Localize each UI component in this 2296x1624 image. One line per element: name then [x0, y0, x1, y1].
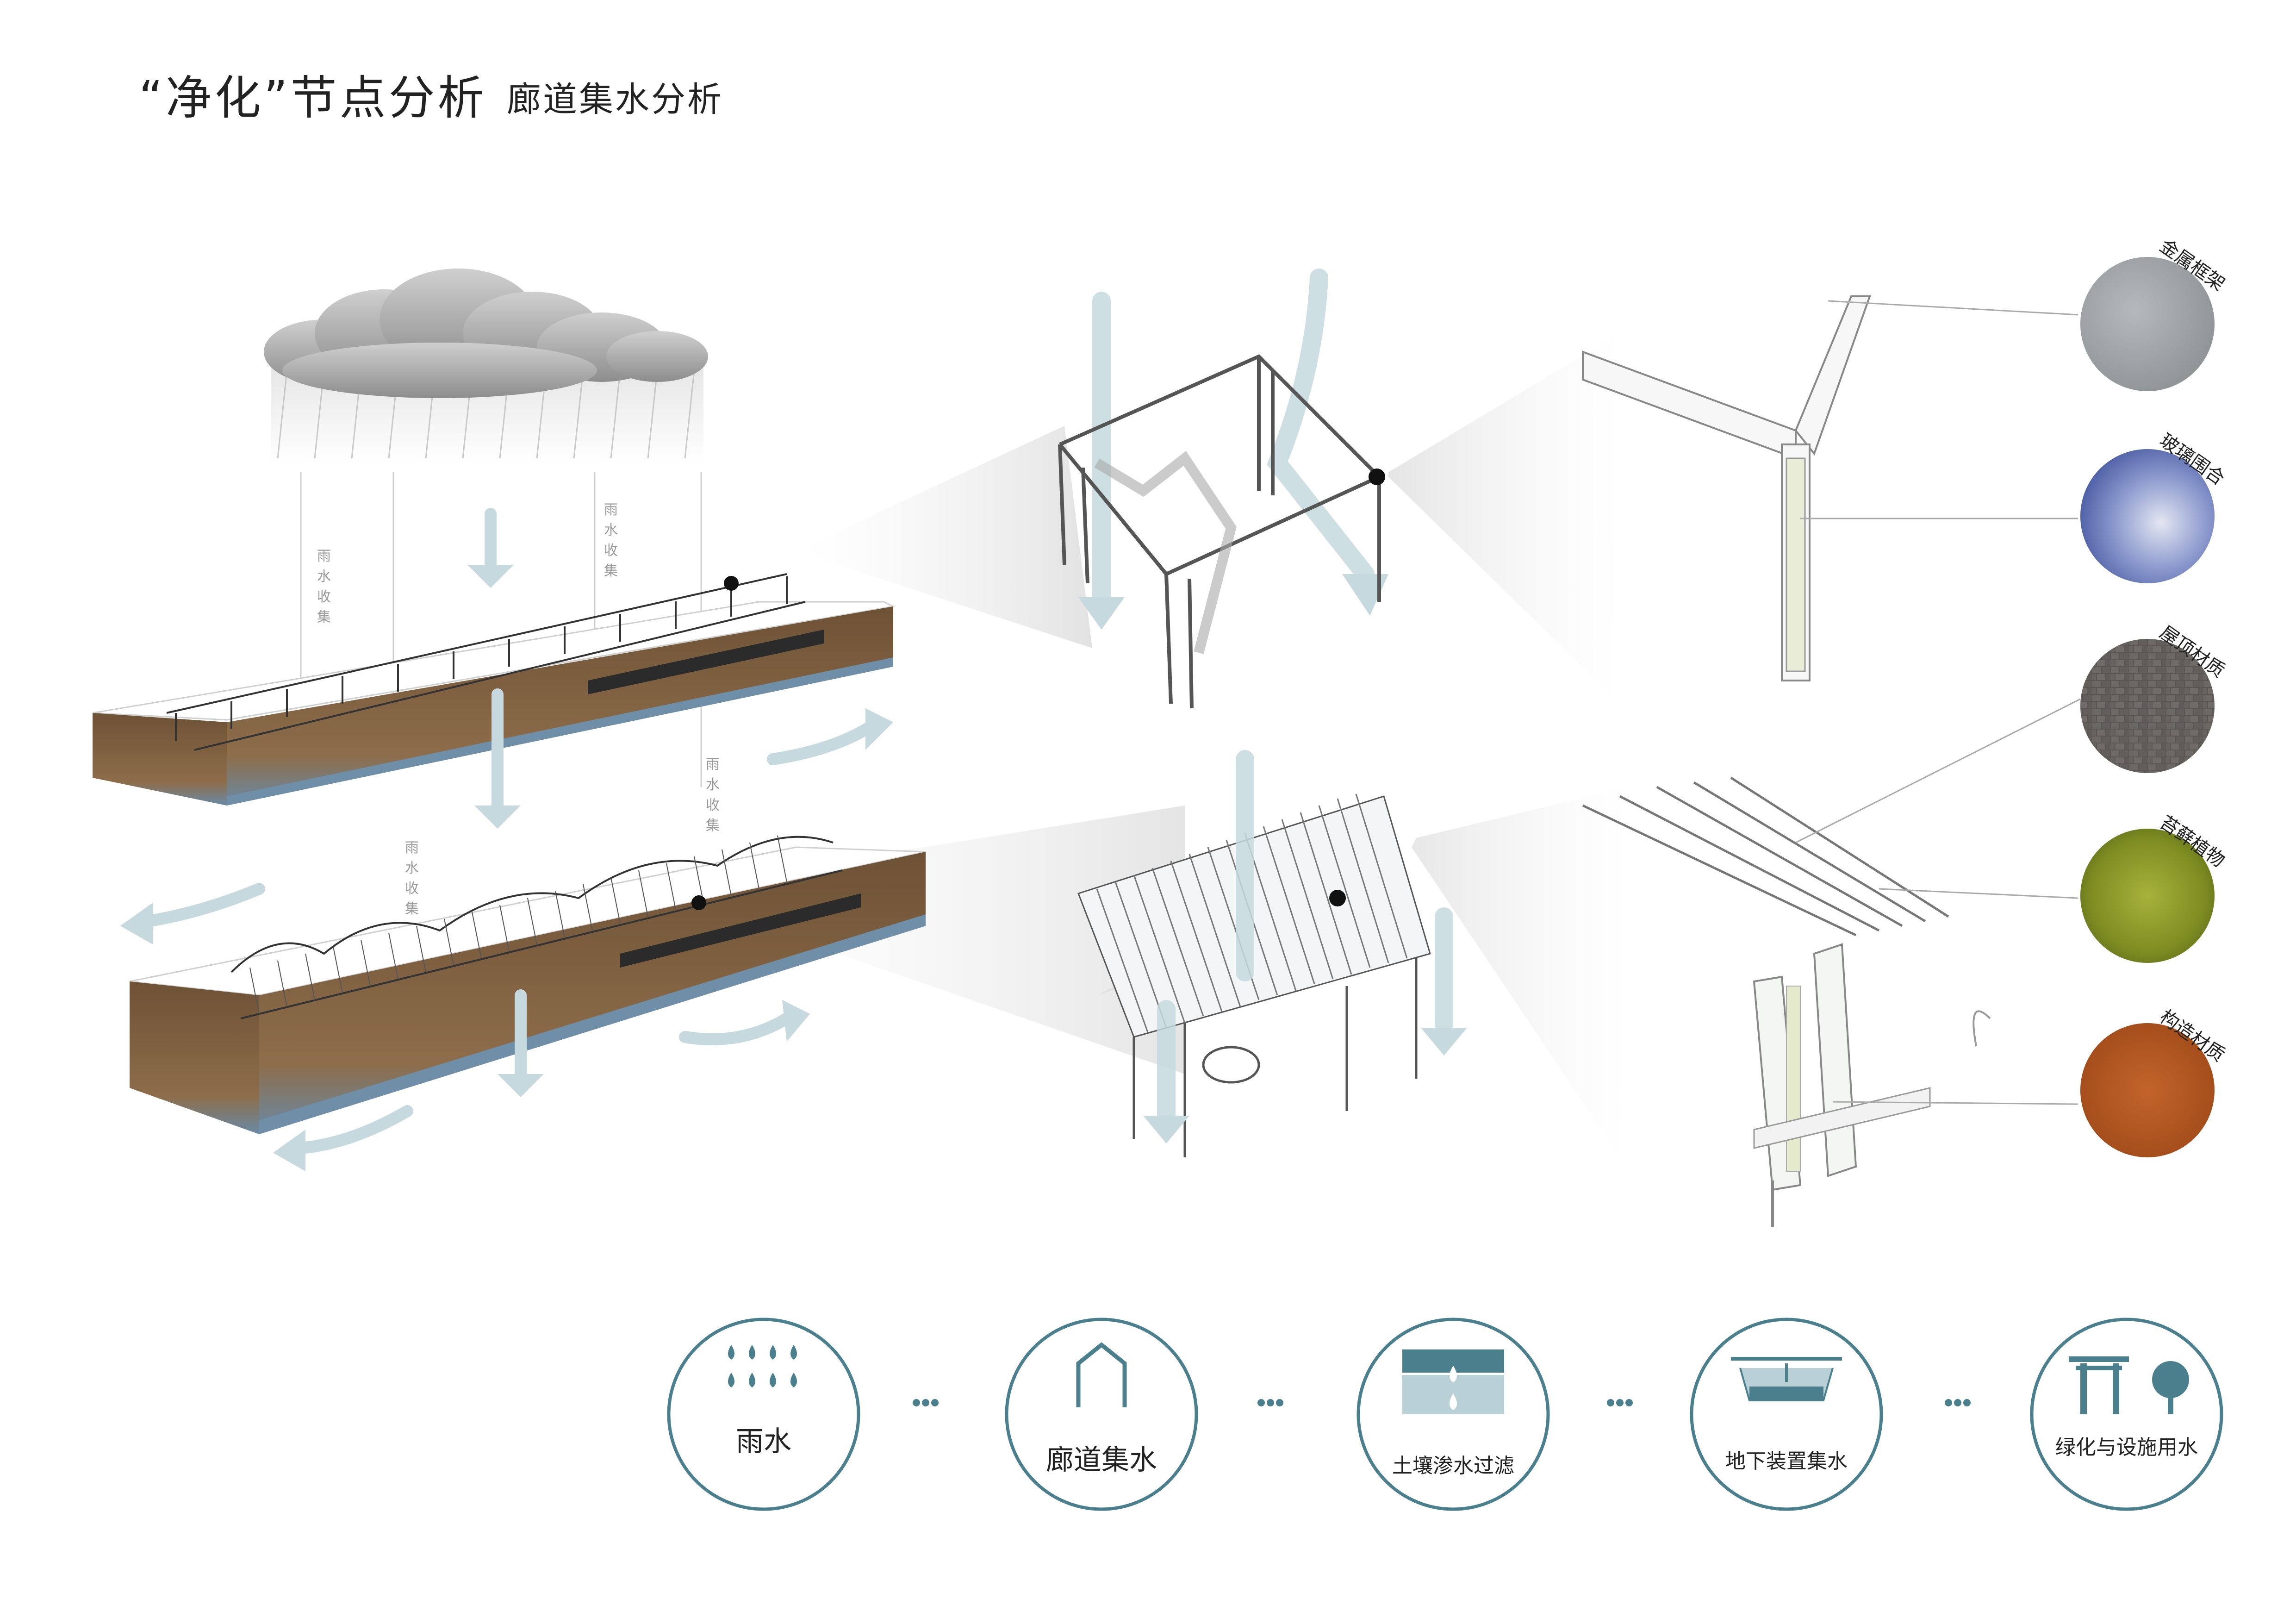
flow-arrowheads — [120, 565, 893, 1171]
process-step-soil-filter: 土壤渗水过滤 — [1392, 1454, 1514, 1478]
process-step-landscape: 绿化与设施用水 — [2055, 1436, 2198, 1459]
raindrops-icon — [728, 1345, 797, 1387]
roof-house-detail — [1077, 750, 1467, 1157]
glass-enclosure-swatch — [2080, 449, 2215, 583]
process-step-rain: 雨水 — [736, 1425, 791, 1458]
process-dots — [913, 1399, 1971, 1406]
process-step-underground: 地下装置集水 — [1725, 1449, 1848, 1473]
joint-detail — [1582, 295, 2078, 681]
projection-beam-top — [805, 426, 1092, 648]
rain-collection-label: 雨水收集 — [706, 756, 720, 834]
rain-collection-label: 雨水收集 — [604, 502, 618, 579]
projection-beam-roof — [1412, 787, 1629, 1157]
soil-filter-icon — [1402, 1349, 1504, 1414]
structure-material-swatch — [2080, 1023, 2215, 1157]
metal-frame-swatch — [2080, 257, 2215, 391]
projection-beam-joint — [1388, 333, 1620, 694]
roof-layer-detail — [1582, 698, 2081, 1227]
frame-detail — [1058, 269, 1388, 709]
landscape-use-icon — [2069, 1356, 2189, 1414]
page-title: “净化”节点分析 — [139, 71, 487, 125]
site-block-upper — [92, 573, 896, 806]
flow-arrows — [142, 508, 876, 1154]
underground-tank-icon — [1731, 1357, 1842, 1401]
process-step-corridor: 廊道集水 — [1046, 1444, 1157, 1476]
rain-collection-label: 雨水收集 — [405, 840, 419, 917]
process-circles — [667, 1318, 2223, 1511]
roof-material-swatch — [2080, 639, 2215, 773]
cloud-illustration — [264, 269, 708, 463]
site-block-lower — [129, 835, 926, 1134]
page-subtitle: 廊道集水分析 — [507, 80, 723, 119]
corridor-roof-icon — [1076, 1342, 1127, 1407]
moss-plant-swatch — [2080, 829, 2215, 963]
rain-collection-label: 雨水收集 — [317, 548, 331, 625]
